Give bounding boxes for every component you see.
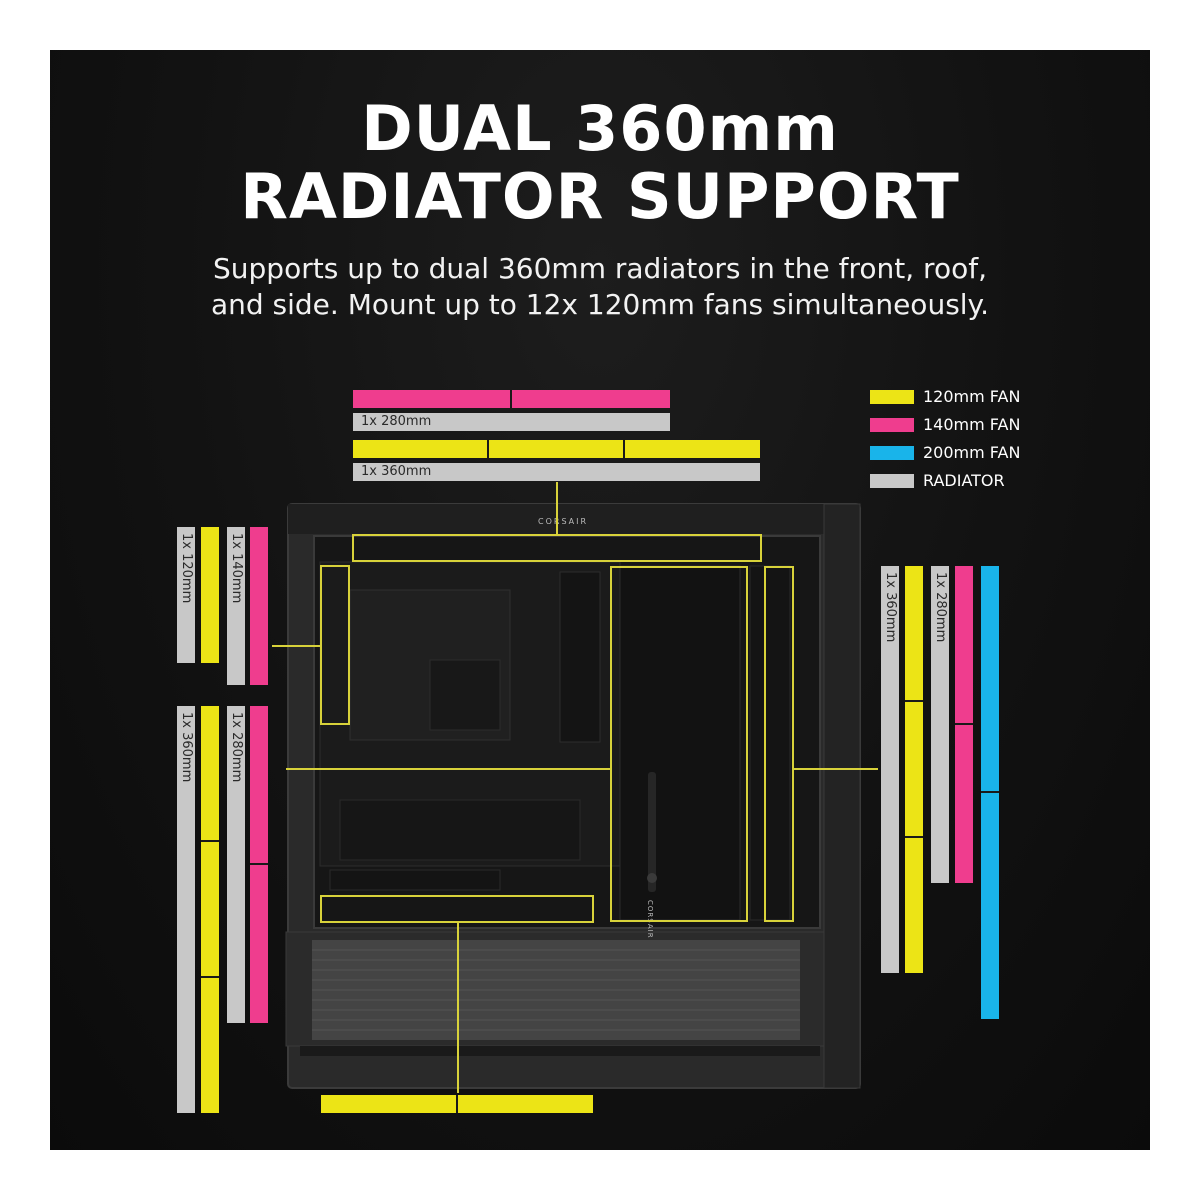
top-fan-120-3	[625, 440, 760, 458]
bottom-fan-120-1	[321, 1095, 458, 1113]
psu-brand-logo: CORSAIR	[646, 900, 654, 939]
front-left-connector-line	[286, 768, 610, 770]
rear-connector-line	[272, 645, 320, 647]
top-fan-140-2	[512, 390, 670, 408]
front-fan-120-2	[201, 842, 219, 978]
side-connector-line	[794, 768, 878, 770]
rear-fan-120	[201, 527, 219, 663]
subtitle-line1: Supports up to dual 360mm radiators in t…	[213, 252, 987, 285]
legend-swatch-200	[870, 446, 914, 460]
legend-label-140: 140mm FAN	[923, 415, 1021, 434]
front-fan-120-1	[201, 706, 219, 842]
bottom-mount-outline	[320, 895, 594, 923]
top-fan-120-2	[489, 440, 625, 458]
top-mount-outline	[352, 534, 762, 562]
side-radiator-360-label: 1x 360mm	[881, 566, 899, 973]
side-fan-120-3	[905, 838, 923, 973]
page-title-line1: DUAL 360mm	[361, 92, 839, 165]
side-fan-140-1	[955, 566, 973, 725]
page-title-line2: RADIATOR SUPPORT	[240, 160, 960, 233]
legend-swatch-120	[870, 390, 914, 404]
rear-radiator-120-label: 1x 120mm	[177, 527, 195, 663]
rear-fan-140	[250, 527, 268, 685]
bottom-fan-120-2	[458, 1095, 593, 1113]
legend-label-120: 120mm FAN	[923, 387, 1021, 406]
legend-label-radiator: RADIATOR	[923, 471, 1005, 490]
side-fan-120-1	[905, 566, 923, 702]
top-fan-120-1	[353, 440, 489, 458]
rear-mount-outline	[320, 565, 350, 725]
side-radiator-280-label: 1x 280mm	[931, 566, 949, 883]
front-fan-140-1	[250, 706, 268, 865]
side-fan-140-2	[955, 725, 973, 883]
subtitle-line2: and side. Mount up to 12x 120mm fans sim…	[210, 288, 990, 321]
side-fan-120-2	[905, 702, 923, 838]
top-radiator-280-label: 1x 280mm	[353, 413, 670, 431]
top-radiator-360-label: 1x 360mm	[353, 463, 760, 481]
side-fan-200-2	[981, 793, 999, 1019]
pc-case-illustration	[285, 503, 861, 1089]
front-mount-outline	[764, 566, 794, 922]
front-radiator-360-label: 1x 360mm	[177, 706, 195, 1113]
front-fan-140-2	[250, 865, 268, 1023]
side-mount-outline	[610, 566, 748, 922]
rear-radiator-140-label: 1x 140mm	[227, 527, 245, 685]
legend-label-200: 200mm FAN	[923, 443, 1021, 462]
bottom-connector-line	[457, 923, 459, 1093]
case-brand-logo: CORSAIR	[538, 517, 589, 526]
legend-swatch-radiator	[870, 474, 914, 488]
top-fan-140-1	[353, 390, 512, 408]
legend-swatch-140	[870, 418, 914, 432]
front-fan-120-3	[201, 978, 219, 1113]
front-radiator-280-label: 1x 280mm	[227, 706, 245, 1023]
side-fan-200-1	[981, 566, 999, 793]
top-connector-line	[556, 482, 558, 534]
